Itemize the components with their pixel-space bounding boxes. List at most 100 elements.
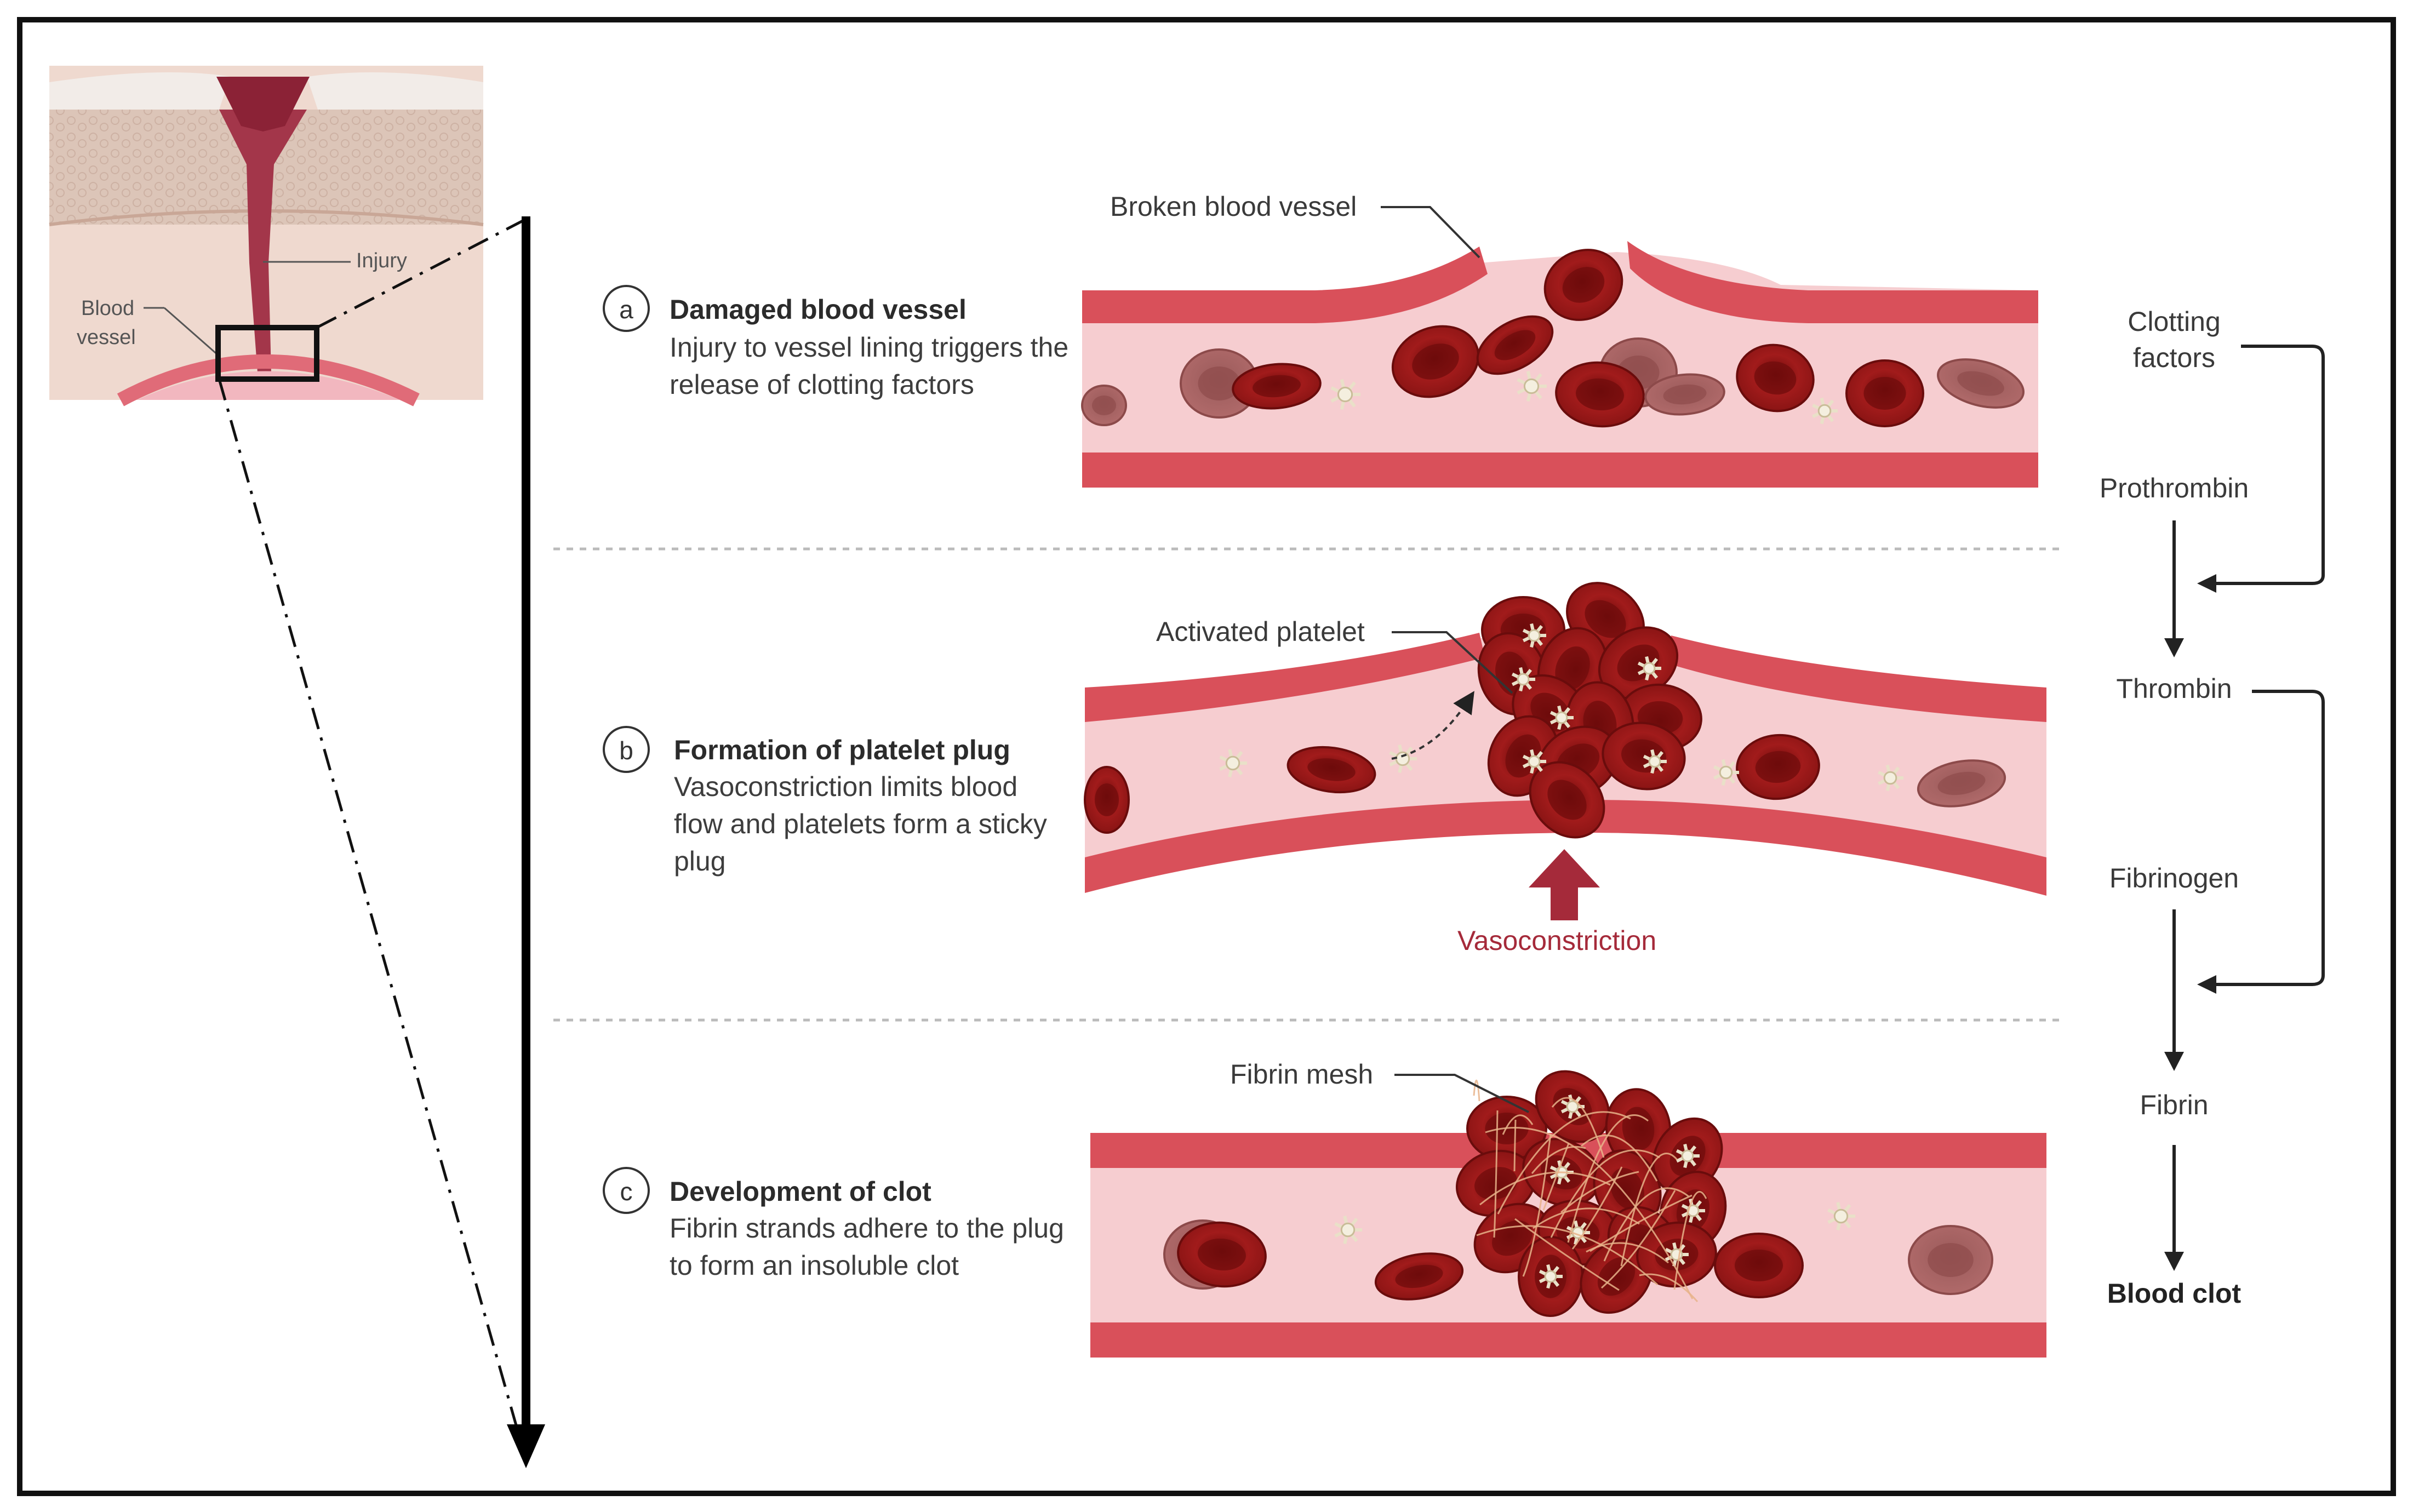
platelet xyxy=(1511,667,1535,692)
red-blood-cell xyxy=(1473,1202,1551,1274)
platelet xyxy=(1539,1264,1563,1289)
step-a-description: Injury to vessel lining triggers the rel… xyxy=(670,332,1069,400)
red-blood-cell xyxy=(1081,385,1127,426)
platelet xyxy=(1522,749,1546,774)
cascade-fibrinogen: Fibrinogen xyxy=(2109,863,2239,894)
step-a-badge: a xyxy=(603,285,650,332)
fibrin-strand xyxy=(1586,1242,1669,1264)
fibrin-strand xyxy=(1531,1146,1586,1174)
fibrin-strand xyxy=(1513,1119,1517,1172)
red-blood-cell xyxy=(1580,1239,1653,1314)
platelet xyxy=(1549,705,1574,730)
red-blood-cells xyxy=(1081,249,2025,1317)
fibrin-strand xyxy=(1514,1218,1620,1291)
fibrin-strand xyxy=(1493,1110,1499,1238)
zoom-line-bottom xyxy=(218,379,528,1461)
cascade-thrombin: Thrombin xyxy=(2116,673,2232,704)
fibrin-strand xyxy=(1542,1143,1570,1211)
fibrin-strand xyxy=(1560,1171,1639,1213)
platelet xyxy=(1330,379,1360,410)
fibrin-strand xyxy=(1571,1166,1623,1250)
cascade-clotting-factors-2: factors xyxy=(2132,342,2216,373)
fibrin-strand xyxy=(1473,1080,1480,1102)
skin-inset-illustration xyxy=(49,66,484,406)
red-blood-cell xyxy=(1391,325,1480,398)
vessel-panel-a xyxy=(1082,241,2038,488)
callout-activated-platelet: Activated platelet xyxy=(1156,616,1365,647)
red-blood-cell xyxy=(1714,1233,1804,1298)
fibrin-strand xyxy=(1589,1194,1692,1252)
platelet xyxy=(1517,371,1547,402)
platelet xyxy=(1676,1143,1700,1169)
outer-frame xyxy=(17,17,2396,1496)
red-blood-cell xyxy=(1374,1252,1464,1301)
step-b-title: Formation of platelet plug xyxy=(674,735,1010,765)
step-b-badge: b xyxy=(603,726,650,773)
inset-vessel-label-1: Blood xyxy=(81,297,135,320)
fibrin-strand xyxy=(1522,1133,1552,1277)
platelet xyxy=(1522,623,1546,648)
platelet xyxy=(1827,1201,1855,1231)
fibrin-strand xyxy=(1620,1153,1678,1267)
red-blood-cell xyxy=(1602,721,1686,791)
red-blood-cell xyxy=(1529,761,1605,839)
cascade-clotting-factors-1: Clotting xyxy=(2128,306,2221,337)
fibrin-strand xyxy=(1533,1207,1640,1229)
fibrin-strand xyxy=(1673,1191,1707,1290)
vasoconstriction-label: Vasoconstriction xyxy=(1457,925,1657,956)
platelet xyxy=(1713,759,1739,786)
red-blood-cell xyxy=(1644,373,1725,416)
red-blood-cell xyxy=(1605,1088,1672,1169)
fibrin-strand xyxy=(1476,1225,1659,1286)
inset-injury-label: Injury xyxy=(356,249,407,272)
red-blood-cell xyxy=(1736,343,1815,413)
inset-vessel-label-2: vessel xyxy=(77,326,136,349)
step-a-title: Damaged blood vessel xyxy=(670,294,967,325)
cascade-fibrin: Fibrin xyxy=(2140,1090,2209,1120)
red-blood-cell xyxy=(1736,734,1820,800)
red-blood-cell xyxy=(1937,358,2025,409)
step-b-description: Vasoconstriction limits blood flow and p… xyxy=(674,771,1047,877)
step-c-badge: c xyxy=(603,1167,650,1214)
timeline-arrow-head xyxy=(507,1424,545,1468)
cascade-blood-clot: Blood clot xyxy=(2107,1278,2242,1309)
step-c-title: Development of clot xyxy=(670,1176,931,1207)
callout-line-b xyxy=(1392,631,1513,694)
red-blood-cell xyxy=(1084,766,1130,834)
callout-fibrin-mesh: Fibrin mesh xyxy=(1230,1059,1374,1090)
cascade-arrows xyxy=(2164,345,2325,1271)
fibrin-strand xyxy=(1581,1134,1658,1182)
red-blood-cell xyxy=(1917,759,2006,807)
activation-arrow xyxy=(1391,691,1474,760)
callout-line-c xyxy=(1394,1074,1529,1113)
red-blood-cell xyxy=(1543,249,1623,321)
red-blood-cell xyxy=(1232,363,1322,410)
callout-broken-blood-vessel: Broken blood vessel xyxy=(1110,191,1357,222)
platelet xyxy=(1812,397,1838,425)
fibrin-strand xyxy=(1551,1097,1605,1158)
callout-line-a xyxy=(1381,206,1480,259)
fibrin-strand xyxy=(1603,1187,1689,1262)
platelet xyxy=(1643,749,1667,774)
platelet xyxy=(1219,748,1247,778)
fibrin-strand xyxy=(1600,1190,1676,1289)
zoom-box xyxy=(215,325,319,382)
fibrin-strand xyxy=(1479,1171,1611,1206)
red-blood-cell xyxy=(1286,746,1376,794)
fibrin-strand xyxy=(1497,1111,1631,1215)
platelet xyxy=(1637,656,1661,681)
red-blood-cell xyxy=(1177,1221,1267,1288)
cascade-prothrombin: Prothrombin xyxy=(2099,473,2249,503)
red-blood-cell xyxy=(1845,359,1924,427)
zoom-line-top xyxy=(316,217,527,329)
fibrin-strand xyxy=(1485,1127,1694,1299)
platelet xyxy=(1878,764,1903,792)
red-blood-cell xyxy=(1476,315,1554,375)
red-blood-cell xyxy=(1908,1225,1993,1295)
red-blood-cell xyxy=(1555,361,1645,428)
fibrin-strand xyxy=(1550,1149,1660,1238)
step-c-description: Fibrin strands adhere to the plug to for… xyxy=(670,1213,1064,1281)
platelet xyxy=(1334,1215,1362,1245)
